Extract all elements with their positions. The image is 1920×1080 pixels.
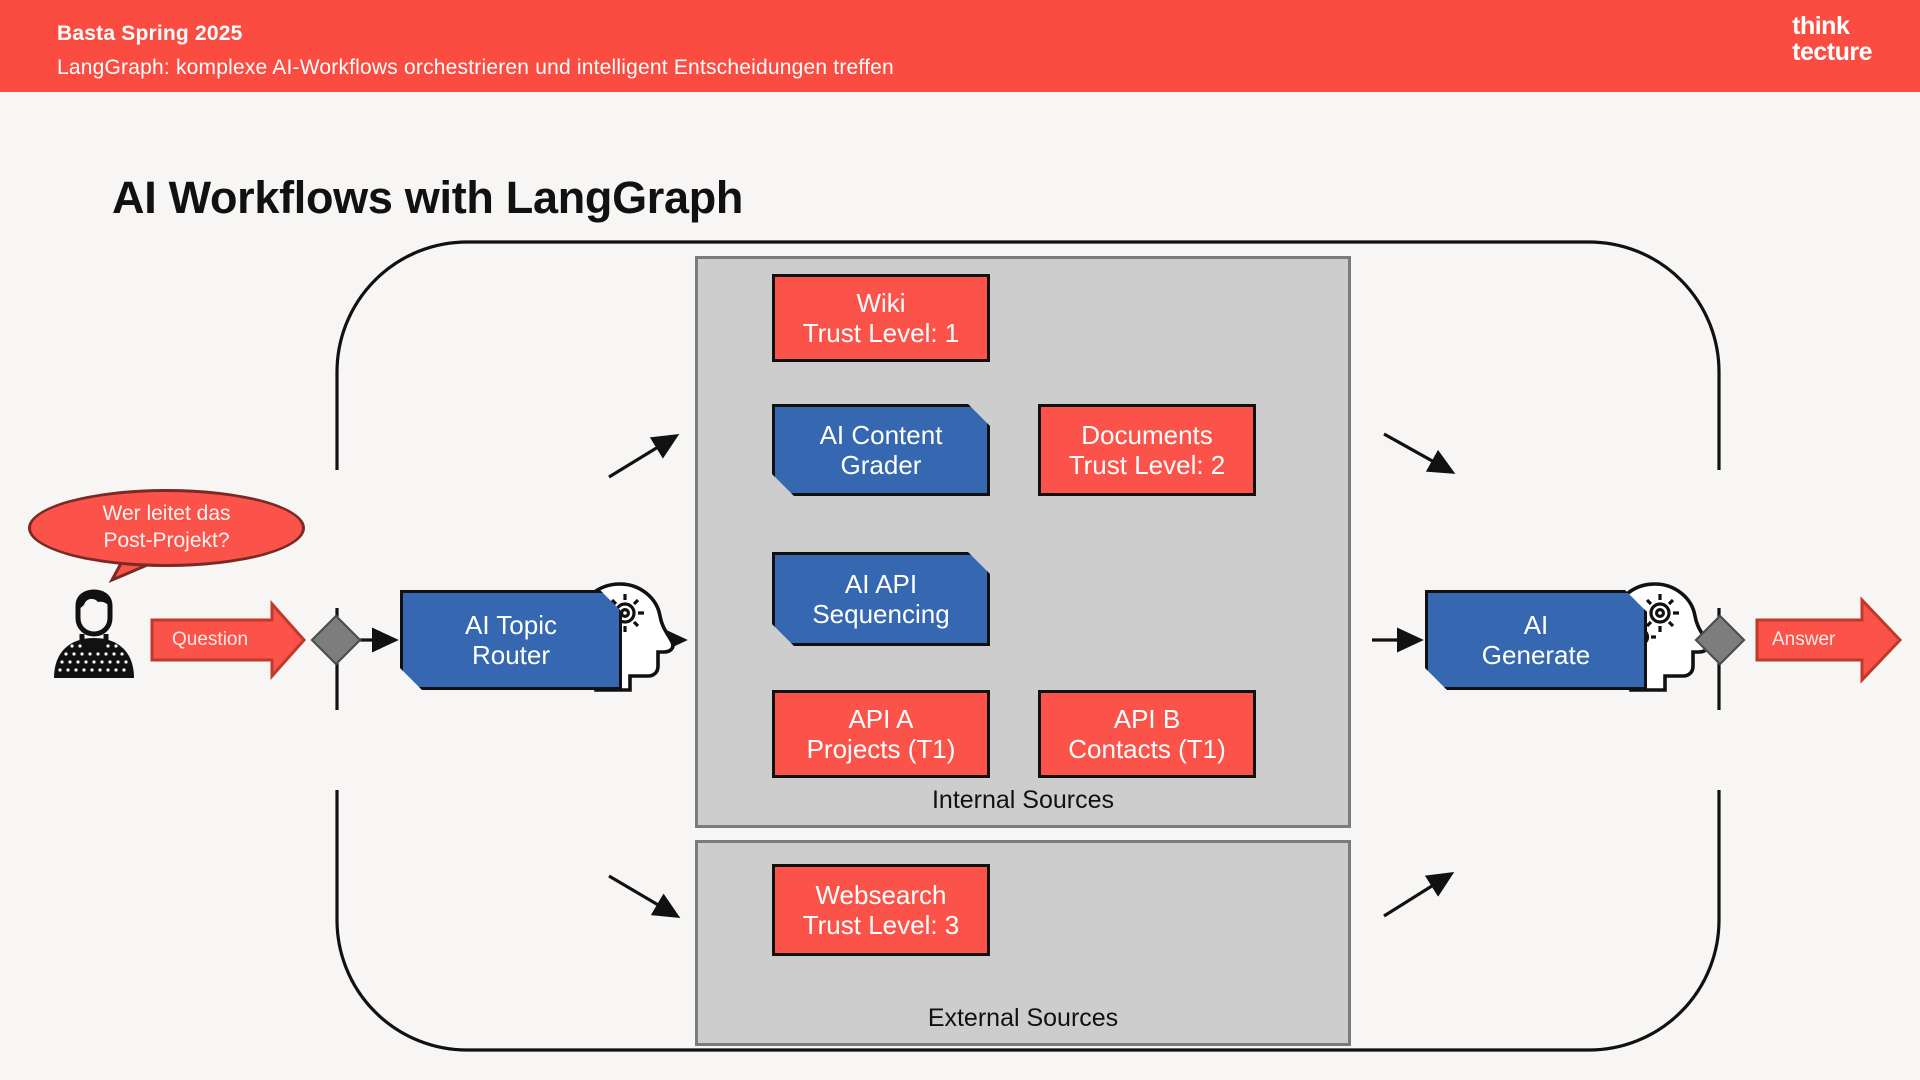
external-sources-label: External Sources <box>927 1004 1119 1032</box>
node-ai-topic-router-line1: AI Topic <box>464 609 557 640</box>
question-arrow-label-wrap: Question <box>172 625 282 655</box>
node-websearch-line2: Trust Level: 3 <box>802 910 960 940</box>
node-ai-generate-line1: AI <box>1523 609 1549 640</box>
arrow-router-to-external <box>608 874 681 918</box>
node-ai-api-sequencing[interactable]: AI API Sequencing <box>772 552 990 646</box>
internal-sources-label: Internal Sources <box>931 786 1115 814</box>
thinktecture-logo: think tecture <box>1792 12 1872 66</box>
node-websearch[interactable]: Websearch Trust Level: 3 <box>772 864 990 956</box>
bubble-line-1: Wer leitet das <box>102 502 231 526</box>
node-websearch-line1: Websearch <box>815 879 947 910</box>
node-api-a-line2: Projects (T1) <box>806 734 956 764</box>
node-ai-api-sequencing-line1: AI API <box>844 568 918 599</box>
node-ai-topic-router-line2: Router <box>471 640 551 670</box>
node-api-a-line1: API A <box>848 703 914 734</box>
slide-header: Basta Spring 2025 LangGraph: komplexe AI… <box>0 0 1920 92</box>
node-wiki-line1: Wiki <box>856 287 906 318</box>
node-ai-topic-router[interactable]: AI Topic Router <box>400 590 622 690</box>
person-icon <box>54 589 134 678</box>
node-wiki-line2: Trust Level: 1 <box>802 318 960 348</box>
node-ai-content-grader-line1: AI Content <box>819 419 943 450</box>
answer-arrow-label-wrap: Answer <box>1772 625 1872 655</box>
node-api-b-line2: Contacts (T1) <box>1068 734 1226 764</box>
node-ai-content-grader[interactable]: AI Content Grader <box>772 404 990 496</box>
node-wiki[interactable]: Wiki Trust Level: 1 <box>772 274 990 362</box>
diagonal-hint-arrows <box>608 432 1456 918</box>
node-documents[interactable]: Documents Trust Level: 2 <box>1038 404 1256 496</box>
question-arrow-label: Question <box>172 629 249 650</box>
arrow-internal-to-generate <box>1383 432 1456 474</box>
arrow-external-to-generate <box>1383 871 1455 918</box>
logo-line-2: tecture <box>1792 37 1872 66</box>
node-documents-line2: Trust Level: 2 <box>1068 450 1226 480</box>
user-speech-bubble: Wer leitet das Post-Projekt? <box>28 489 305 567</box>
page-title: AI Workflows with LangGraph <box>112 172 744 223</box>
node-api-b-line1: API B <box>1113 703 1181 734</box>
arrow-router-to-internal <box>608 433 680 479</box>
header-title: Basta Spring 2025 <box>57 22 243 45</box>
answer-arrow <box>1755 596 1903 684</box>
node-ai-api-sequencing-line2: Sequencing <box>812 599 950 629</box>
node-ai-generate-line2: Generate <box>1481 640 1591 670</box>
bubble-line-2: Post-Projekt? <box>103 529 230 552</box>
node-ai-generate[interactable]: AI Generate <box>1425 590 1647 690</box>
node-api-b[interactable]: API B Contacts (T1) <box>1038 690 1256 778</box>
node-documents-line1: Documents <box>1081 419 1213 450</box>
logo-line-1: think <box>1792 12 1850 40</box>
header-subtitle: LangGraph: komplexe AI-Workflows orchest… <box>57 56 894 79</box>
question-arrow <box>150 600 307 680</box>
node-api-a[interactable]: API A Projects (T1) <box>772 690 990 778</box>
node-ai-content-grader-line2: Grader <box>840 450 922 480</box>
answer-arrow-label: Answer <box>1772 629 1836 650</box>
